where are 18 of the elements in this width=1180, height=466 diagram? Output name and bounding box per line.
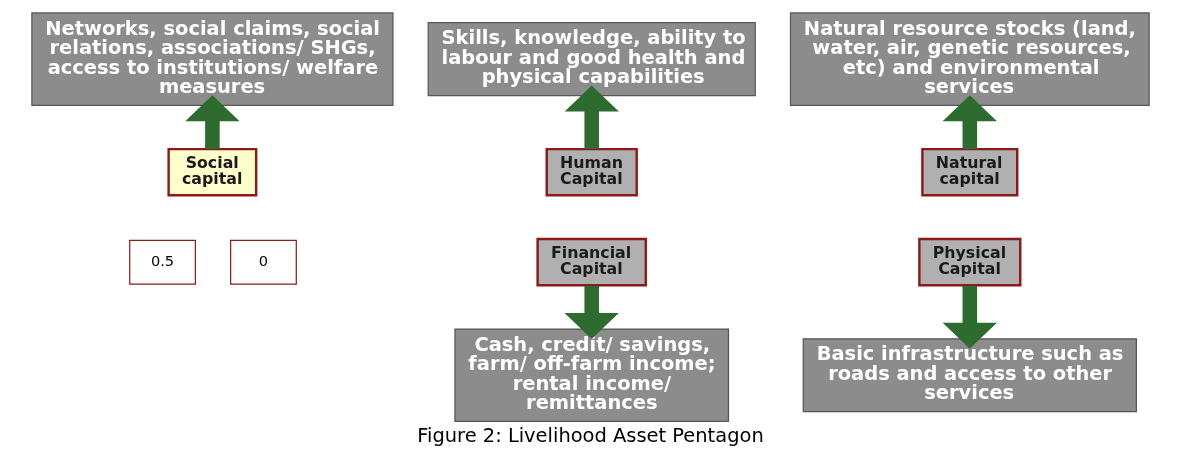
node-box: Human Capital bbox=[545, 147, 638, 197]
label: 0.5 bbox=[150, 251, 174, 269]
node-box: Skills, knowledge, ability to labour and good health and physical capabilities bbox=[427, 22, 756, 97]
node-box: Basic infrastructure such as roads and access to other services bbox=[802, 338, 1137, 413]
node-box: Cash, credit/ savings, farm/ off-farm income; rental income/ remittances bbox=[453, 328, 729, 423]
arrow bbox=[942, 95, 997, 150]
node-box: Natural resource stocks (land, water, air, genetic resources, etc) and environmental services bbox=[789, 12, 1150, 106]
node-box: Financial Capital bbox=[535, 237, 647, 287]
arrow bbox=[564, 285, 619, 339]
node-box: Networks, social claims, social relations, associations/ SHGs, access to institutions/ welfare measures bbox=[30, 12, 394, 106]
node-box: Physical Capital bbox=[917, 237, 1021, 287]
arrow bbox=[942, 285, 997, 349]
node-box: Natural capital bbox=[920, 147, 1018, 197]
caption: Figure 2: Livelihood Asset Pentagon bbox=[416, 423, 764, 447]
label: 0 bbox=[258, 251, 268, 269]
arrow bbox=[564, 85, 619, 149]
arrow bbox=[184, 95, 240, 150]
node-box: Social capital bbox=[166, 147, 257, 197]
